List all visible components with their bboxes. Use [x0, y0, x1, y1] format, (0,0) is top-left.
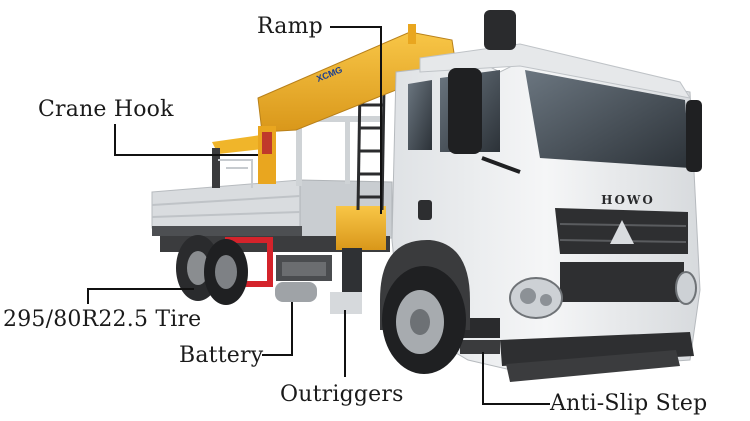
crane-base — [330, 206, 386, 314]
anti-slip-step-label: Anti-Slip Step — [550, 391, 708, 416]
battery-label: Battery — [179, 343, 264, 368]
grille-brand: HOWO — [601, 193, 655, 207]
battery-leader — [262, 302, 293, 356]
ramp-label: Ramp — [257, 14, 323, 39]
front-wheel — [380, 239, 470, 374]
tire-label: 295/80R22.5 Tire — [3, 307, 202, 332]
crane-hook-label: Crane Hook — [38, 97, 174, 122]
anti-slip-step-leader — [482, 352, 550, 405]
crane-boom — [212, 24, 457, 188]
cab — [391, 10, 702, 382]
tire-leader — [87, 288, 194, 304]
rear-wheels — [176, 235, 248, 305]
ramp-leader — [330, 26, 382, 214]
crane-hook-leader — [114, 124, 258, 156]
leader-lines — [87, 26, 550, 405]
outriggers-label: Outriggers — [280, 382, 404, 407]
